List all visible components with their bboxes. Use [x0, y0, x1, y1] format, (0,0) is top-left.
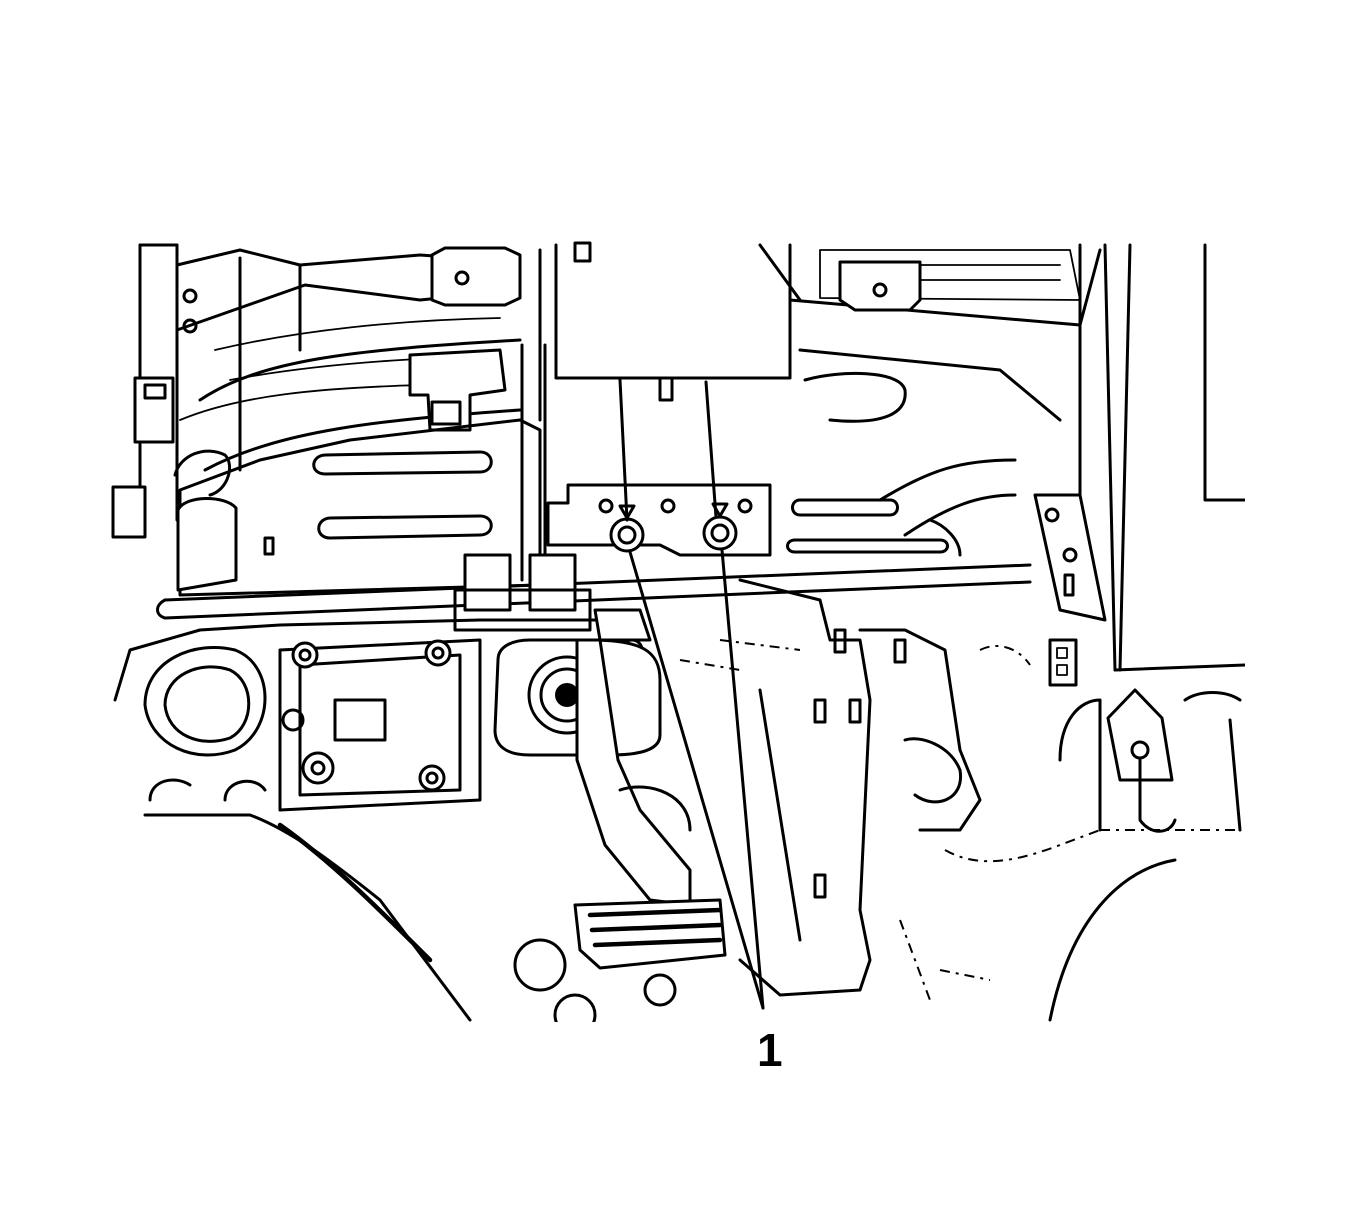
center-rails — [520, 248, 547, 582]
pedal-arm — [575, 608, 692, 907]
left-pillar — [111, 243, 198, 539]
right-upper-duct — [758, 243, 1102, 423]
pedal-pad — [573, 898, 727, 970]
lower-left-floor — [143, 778, 677, 1022]
right-mounting-tab — [1048, 638, 1174, 782]
left-block — [173, 449, 238, 592]
dashed-contours — [679, 639, 1101, 1001]
left-connector — [408, 348, 507, 432]
right-floor — [1048, 691, 1242, 1022]
cross-bar — [156, 563, 1032, 620]
center-floor — [738, 578, 982, 997]
mounting-plate — [546, 483, 772, 557]
upper-left-bracket — [430, 246, 522, 307]
right-floor-slots — [786, 498, 949, 554]
callout-label-1: 1 — [757, 1024, 783, 1076]
right-side-bracket — [1033, 493, 1107, 622]
nut-left — [609, 504, 645, 553]
bar-connectors — [453, 553, 592, 632]
left-lower-panel — [113, 618, 602, 812]
line-art — [111, 241, 1245, 1022]
right-pillar — [1078, 243, 1245, 672]
callout-1-leaders — [618, 378, 765, 1010]
left-floor-panel — [178, 418, 542, 597]
upper-center-box — [554, 241, 792, 402]
right-upper-bracket — [838, 260, 922, 312]
right-hose — [878, 458, 1017, 557]
